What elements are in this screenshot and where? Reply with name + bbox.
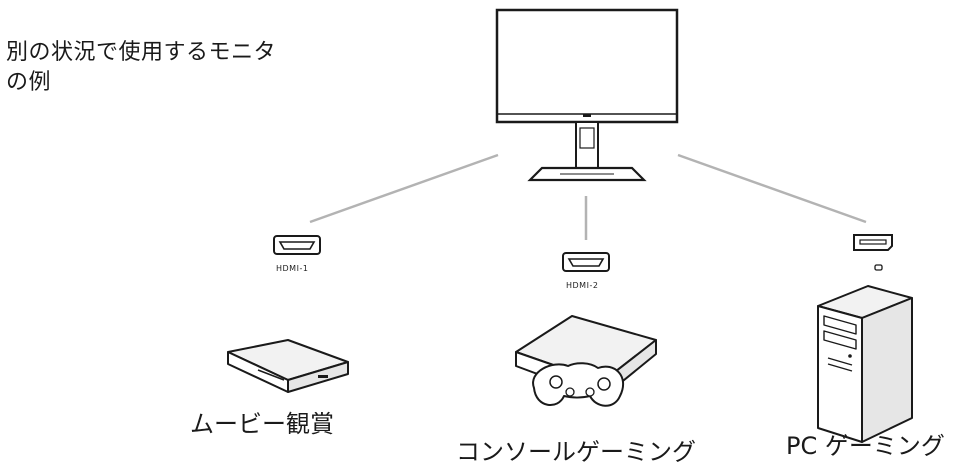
console-label: コンソールゲーミング [456,438,696,466]
heading-line-1: 別の状況で使用するモニタ [6,40,277,65]
media-player-icon [227,339,349,393]
hdmi2-label: HDMI-2 [566,281,599,290]
monitor-icon [495,8,679,182]
line-to-hdmi1 [309,153,499,224]
displayport-port-icon [853,234,893,251]
line-to-displayport [677,153,867,224]
pc-label: PC ゲーミング [786,432,945,460]
displayport-icon [874,264,883,271]
heading-line-2: の例 [6,70,52,95]
hdmi-port-icon-2 [562,252,610,272]
game-console-icon [515,315,657,407]
hdmi1-label: HDMI-1 [276,264,309,273]
movie-label: ムービー観賞 [190,410,334,438]
diagram-heading: 別の状況で使用するモニタ の例 [6,38,346,98]
hdmi-port-icon [273,235,321,255]
pc-tower-icon [817,285,913,443]
